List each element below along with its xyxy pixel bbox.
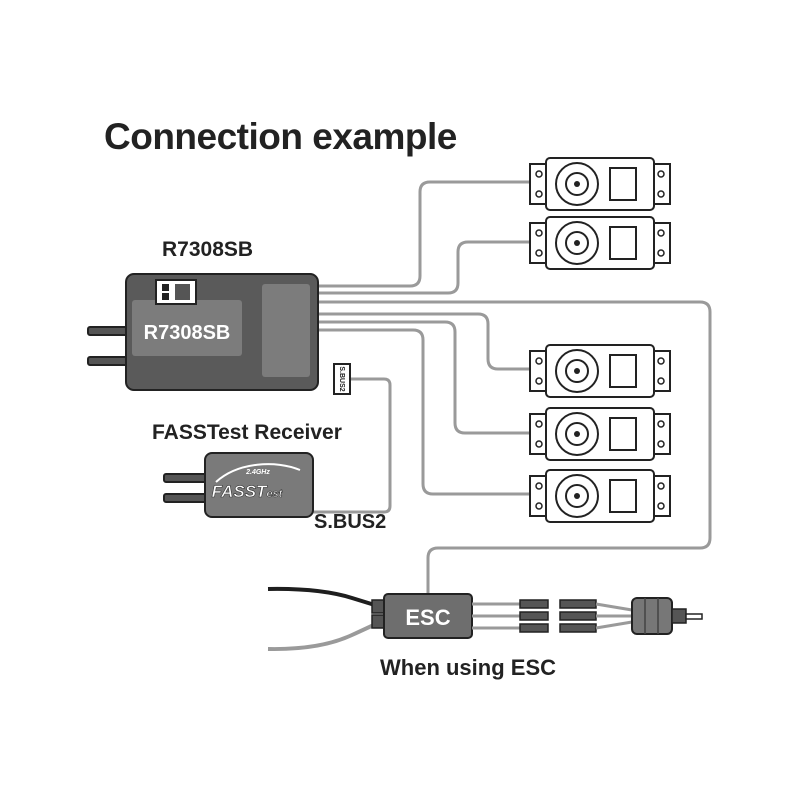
servo-mount-hole — [657, 420, 665, 428]
motor-bullet-connector-1 — [559, 599, 597, 609]
receiver-antenna-top — [87, 326, 129, 336]
servo-label-plate — [609, 479, 637, 513]
servo-2 — [529, 216, 671, 270]
servo-mount-hole — [535, 377, 543, 385]
sbus2-label: S.BUS2 — [314, 511, 387, 533]
esc-power-lead-bottom — [371, 614, 385, 629]
battery-wire-black — [267, 586, 379, 608]
esc-caption: When using ESC — [380, 655, 556, 680]
fasst-receiver-body — [204, 452, 314, 518]
motor-lead-1 — [595, 602, 633, 612]
motor-bullet-connector-2 — [559, 611, 597, 621]
wire-esc — [318, 300, 712, 596]
fasst-logo-swoosh — [215, 463, 301, 483]
wire-servo-5 — [318, 328, 530, 496]
wires — [313, 180, 712, 596]
battery-wire-gray — [267, 621, 379, 652]
esc-bullet-connector-1 — [519, 599, 549, 609]
receiver-switch-knob — [175, 284, 190, 300]
esc-power-lead-top — [371, 599, 385, 614]
servo-3 — [529, 344, 671, 398]
servo-horn-center — [574, 368, 580, 374]
servo-mount-hole — [657, 249, 665, 257]
servo-mount-hole — [535, 229, 543, 237]
servo-mount-hole — [535, 357, 543, 365]
servo-mount-hole — [657, 482, 665, 490]
wire-servo-1 — [318, 180, 530, 288]
wire-servo-2 — [318, 240, 530, 295]
receiver-switch-pin-2 — [162, 293, 169, 300]
servo-mount-hole — [657, 502, 665, 510]
motor-can — [631, 597, 673, 635]
servo-mount-hole — [535, 440, 543, 448]
receiver-switch-pin-1 — [162, 284, 169, 291]
servos — [529, 157, 671, 523]
motor-bullet-connector-3 — [559, 623, 597, 633]
receiver-model-label: R7308SB — [162, 238, 254, 261]
servo-mount-hole — [535, 249, 543, 257]
fasstest-receiver: 2.4GHz FASSTest — [163, 452, 314, 518]
esc-system: ESC — [267, 586, 703, 652]
wire-servo-4 — [318, 320, 530, 435]
fasst-logo-main: FASSTest — [212, 482, 284, 501]
motor-shaft — [685, 613, 703, 620]
esc-motor-leads — [472, 599, 633, 633]
servo-4 — [529, 407, 671, 461]
servo-horn-center — [574, 181, 580, 187]
servo-mount-hole — [535, 502, 543, 510]
servo-mount-hole — [535, 190, 543, 198]
servo-mount-hole — [657, 190, 665, 198]
servo-mount-hole — [657, 377, 665, 385]
receiver-connector-block — [262, 284, 310, 377]
fasst-logo-small: 2.4GHz — [245, 469, 270, 476]
servo-mount-hole — [657, 229, 665, 237]
servo-label-plate — [609, 417, 637, 451]
receiver-sbus2-port-label: S.BUS2 — [338, 366, 345, 391]
servo-label-plate — [609, 167, 637, 201]
servo-horn-center — [574, 493, 580, 499]
wire-servo-3 — [318, 312, 530, 371]
brushless-motor — [631, 597, 703, 635]
fasst-antenna-bottom — [163, 493, 209, 503]
servo-5 — [529, 469, 671, 523]
esc-body-label: ESC — [405, 605, 450, 630]
fasst-receiver-label: FASSTest Receiver — [152, 421, 342, 444]
motor-lead-3 — [595, 620, 633, 630]
fasst-antenna-top — [163, 473, 209, 483]
wire-sbus2 — [313, 377, 392, 514]
motor-shaft-collar — [671, 608, 687, 624]
servo-mount-hole — [535, 170, 543, 178]
servo-horn-center — [574, 431, 580, 437]
esc-bullet-connector-3 — [519, 623, 549, 633]
esc-bullet-connector-2 — [519, 611, 549, 621]
receiver-body-label: R7308SB — [144, 322, 231, 344]
receiver-antenna-bottom — [87, 356, 129, 366]
servo-label-plate — [609, 354, 637, 388]
servo-mount-hole — [657, 170, 665, 178]
servo-mount-hole — [535, 482, 543, 490]
page-title: Connection example — [104, 116, 457, 157]
servo-mount-hole — [657, 440, 665, 448]
servo-1 — [529, 157, 671, 211]
servo-label-plate — [609, 226, 637, 260]
servo-mount-hole — [535, 420, 543, 428]
servo-horn-center — [574, 240, 580, 246]
servo-mount-hole — [657, 357, 665, 365]
receiver-label-panel — [132, 300, 242, 356]
receiver-sbus2-port — [333, 363, 351, 395]
receiver-r7308sb: R7308SB S.BUS2 — [87, 273, 351, 395]
